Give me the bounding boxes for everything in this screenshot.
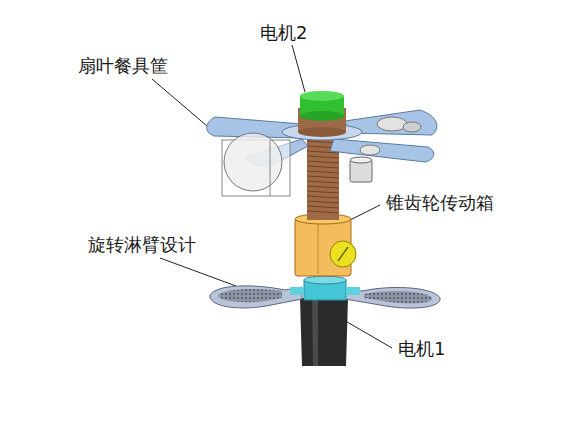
hub-base bbox=[298, 127, 346, 137]
spray-holes bbox=[218, 289, 282, 302]
leader-line bbox=[292, 45, 305, 92]
spray-arm bbox=[345, 287, 440, 308]
spray-arm bbox=[210, 286, 302, 308]
bowl bbox=[403, 122, 421, 132]
bowl bbox=[360, 145, 380, 155]
arm-joint bbox=[346, 287, 360, 295]
collar-top bbox=[304, 276, 346, 284]
arm-joint bbox=[290, 287, 304, 295]
gearbox-edge bbox=[318, 220, 319, 274]
basket-edge bbox=[270, 140, 271, 196]
cup-rim bbox=[350, 157, 372, 163]
leader-line bbox=[152, 79, 207, 126]
motor-body bbox=[300, 298, 348, 366]
part-label: 扇叶餐具筐 bbox=[76, 55, 170, 77]
knob bbox=[330, 241, 356, 267]
bowl bbox=[377, 117, 407, 131]
leader-line bbox=[160, 258, 236, 286]
motor-highlight bbox=[312, 300, 318, 366]
part-label: 电机2 bbox=[258, 22, 309, 44]
spray-holes bbox=[364, 291, 432, 303]
fan-blade bbox=[330, 139, 434, 162]
knob-slot bbox=[338, 247, 348, 261]
motor-bottom bbox=[300, 111, 344, 121]
plate bbox=[224, 133, 282, 191]
part-label: 锥齿轮传动箱 bbox=[384, 192, 496, 214]
part-label: 旋转淋臂设计 bbox=[86, 234, 198, 256]
motor-top bbox=[300, 91, 344, 101]
part-label: 电机1 bbox=[396, 338, 447, 360]
